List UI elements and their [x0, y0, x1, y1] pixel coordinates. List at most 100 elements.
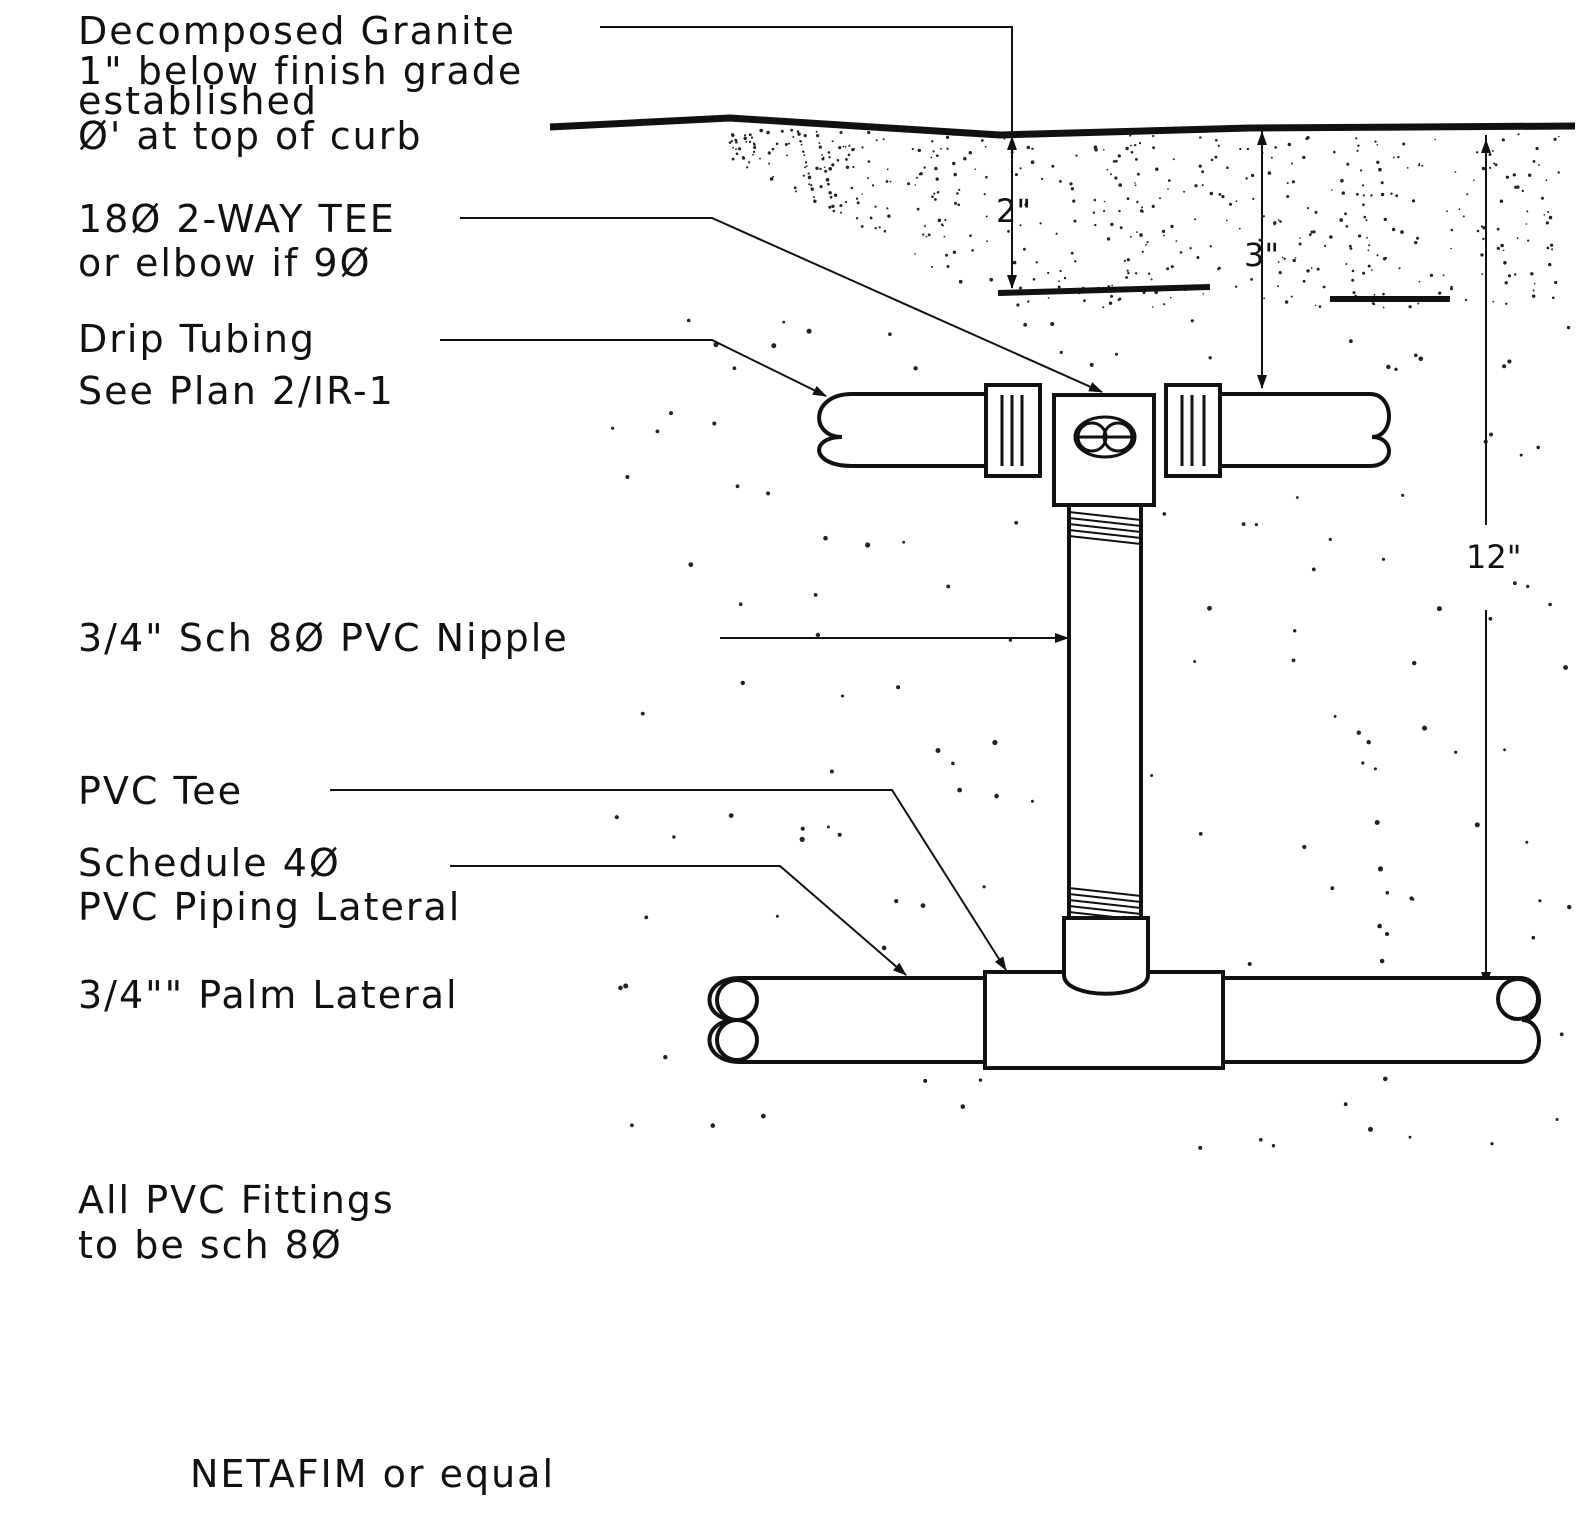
granite-speck [1059, 269, 1062, 273]
granite-speck [1235, 200, 1238, 203]
dimension-text-3in: 3" [1244, 236, 1279, 274]
granite-speck [946, 147, 949, 150]
granite-speck [1502, 249, 1505, 252]
granite-speck [828, 205, 832, 209]
soil-speck [663, 1055, 668, 1060]
soil-speck [960, 1104, 966, 1109]
soil-speck [760, 1113, 766, 1119]
granite-speck [1528, 173, 1532, 177]
granite-speck [1449, 287, 1453, 291]
granite-speck [1408, 305, 1412, 309]
soil-speck [902, 540, 906, 544]
label-lateral-line-1: Schedule 4Ø [78, 841, 341, 885]
granite-speck [974, 168, 977, 170]
granite-speck [1458, 208, 1461, 211]
granite-speck [1340, 178, 1344, 183]
soil-speck [935, 748, 941, 753]
granite-speck [937, 218, 942, 223]
granite-speck [1163, 303, 1166, 306]
granite-speck [847, 153, 851, 157]
label-tee-line-1: 18Ø 2-WAY TEE [78, 197, 396, 241]
granite-speck [1072, 199, 1076, 203]
granite-speck [1102, 306, 1105, 309]
granite-speck [1110, 222, 1114, 227]
granite-speck [818, 142, 821, 145]
granite-speck [1514, 185, 1518, 189]
granite-speck [1360, 169, 1363, 172]
soil-speck [1295, 496, 1299, 499]
granite-speck [1494, 163, 1498, 167]
granite-speck [1194, 184, 1198, 188]
granite-speck [1446, 210, 1448, 213]
granite-speck [1201, 170, 1204, 174]
soil-speck [888, 332, 892, 337]
soil-speck [618, 985, 623, 991]
granite-speck [935, 177, 939, 181]
granite-speck [1135, 158, 1138, 161]
pvc-nipple [1067, 503, 1143, 922]
granite-speck [1557, 171, 1560, 174]
granite-speck [1202, 293, 1204, 295]
granite-speck [933, 192, 936, 195]
granite-speck [1112, 160, 1116, 163]
granite-speck [1167, 188, 1169, 190]
soil-speck [1474, 822, 1480, 828]
soil-speck [728, 813, 734, 818]
nipple-thread [1068, 887, 1142, 897]
granite-speck [1108, 301, 1113, 305]
granite-speck [735, 140, 738, 144]
granite-speck [1308, 233, 1312, 237]
granite-speck [1267, 171, 1272, 175]
soil-speck [951, 761, 955, 766]
label-fittings-line-2: to be sch 8Ø [78, 1223, 343, 1267]
granite-speck [1548, 215, 1553, 220]
soil-speck [1489, 432, 1494, 437]
granite-speck [1070, 251, 1074, 255]
granite-speck [1481, 273, 1484, 275]
granite-speck [871, 184, 875, 187]
granite-speck [1039, 222, 1042, 225]
granite-speck [732, 146, 734, 149]
granite-speck [803, 154, 806, 157]
granite-speck [1558, 135, 1560, 138]
granite-speck [1314, 304, 1317, 307]
granite-speck [1532, 294, 1536, 298]
granite-speck [907, 182, 911, 186]
granite-speck [807, 175, 812, 180]
soil-speck [1162, 512, 1167, 516]
granite-speck [804, 166, 807, 169]
granite-speck [1416, 236, 1419, 240]
granite-speck [1262, 215, 1266, 218]
granite-speck [1390, 192, 1393, 195]
granite-speck [1119, 226, 1123, 230]
granite-speck [956, 192, 959, 195]
granite-speck [1032, 278, 1036, 281]
granite-speck [772, 175, 775, 178]
granite-speck [1382, 292, 1385, 296]
granite-speck [1103, 209, 1106, 212]
granite-speck [786, 154, 788, 157]
granite-speck [1329, 235, 1333, 239]
granite-speck [1172, 158, 1175, 161]
granite-speck [1476, 229, 1480, 233]
granite-speck [1163, 234, 1165, 237]
granite-speck [1548, 262, 1552, 267]
granite-speck [1370, 194, 1373, 197]
granite-speck [1526, 210, 1529, 213]
granite-speck [828, 156, 831, 159]
granite-speck [1118, 183, 1122, 187]
soil-speck [829, 769, 834, 774]
granite-speck [1277, 285, 1280, 288]
granite-speck [815, 166, 819, 170]
granite-speck [1246, 147, 1250, 151]
soil-speck [920, 903, 926, 908]
granite-speck [730, 140, 734, 143]
granite-speck [1302, 155, 1306, 160]
soil-speck [1381, 557, 1386, 561]
granite-speck [1141, 210, 1144, 213]
granite-speck [1141, 250, 1144, 253]
granite-speck [1126, 258, 1130, 262]
granite-speck [1051, 164, 1055, 168]
granite-speck [833, 193, 838, 197]
granite-speck [914, 253, 916, 255]
